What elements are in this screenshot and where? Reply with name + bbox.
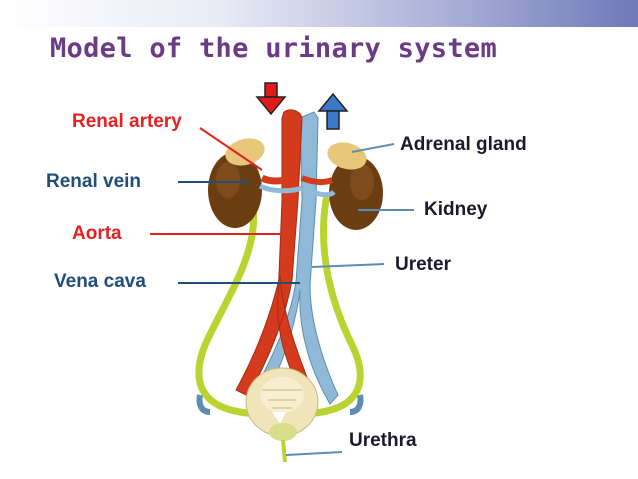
leader-urethra (285, 451, 343, 456)
right-adrenal-gland (327, 142, 367, 170)
vena-cava (249, 111, 339, 405)
arrow-down-icon (255, 82, 287, 116)
arrow-up-icon (317, 92, 349, 130)
slide-title: Model of the urinary system (50, 33, 497, 64)
label-kidney: Kidney (424, 199, 488, 220)
label-adrenal-gland: Adrenal gland (400, 134, 527, 155)
label-renal-vein: Renal vein (46, 171, 142, 192)
leader-ureter (311, 263, 385, 268)
slide-header-bar (0, 0, 638, 27)
label-ureter: Ureter (395, 254, 451, 275)
label-vena-cava: Vena cava (54, 271, 146, 292)
aorta (235, 109, 313, 397)
left-adrenal-gland (225, 138, 265, 166)
urethra (281, 439, 287, 463)
leader-adrenal-gland (351, 143, 395, 153)
label-aorta: Aorta (72, 223, 122, 244)
label-urethra: Urethra (349, 430, 417, 451)
label-renal-artery: Renal artery (72, 111, 182, 132)
leader-renal-artery (199, 127, 263, 171)
bladder (245, 367, 319, 441)
